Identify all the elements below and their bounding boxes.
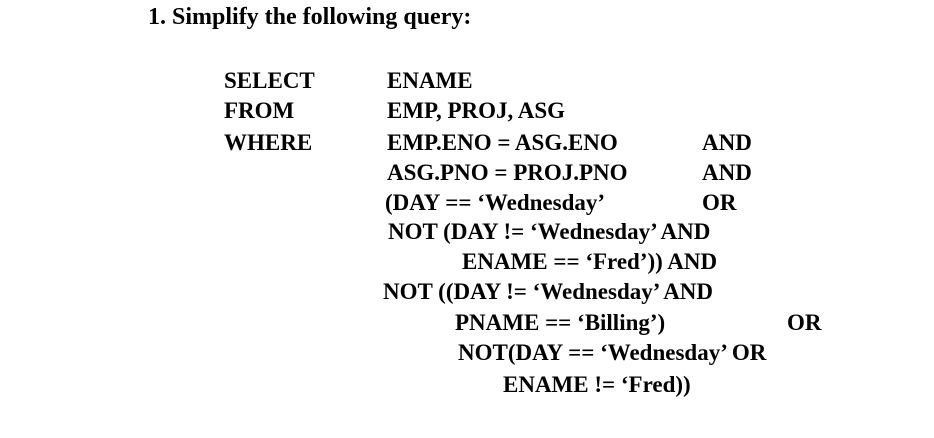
condition-text: (DAY == ‘Wednesday’ (385, 190, 606, 215)
query-line-where-2: ASG.PNO = PROJ.PNO AND (0, 160, 934, 190)
where-keyword: WHERE (224, 130, 313, 155)
condition-text: PNAME == ‘Billing’) (455, 310, 666, 335)
connector-and: AND (702, 160, 752, 185)
connector-and: AND (702, 130, 752, 155)
query-line-where-1: WHERE EMP.ENO = ASG.ENO AND (0, 130, 934, 160)
select-columns: ENAME (387, 68, 473, 93)
condition-text: NOT (DAY != ‘Wednesday’ AND (388, 219, 711, 244)
condition-text: EMP.ENO = ASG.ENO (387, 130, 618, 155)
connector-or: OR (787, 310, 822, 335)
exercise-title: 1. Simplify the following query: (148, 4, 472, 30)
query-line-where-6: NOT ((DAY != ‘Wednesday’ AND (0, 279, 934, 309)
query-line-where-9: ENAME != ‘Fred)) (0, 372, 934, 402)
query-line-where-7: PNAME == ‘Billing’) OR (0, 310, 934, 340)
query-line-from: FROM EMP, PROJ, ASG (0, 98, 934, 128)
condition-text: ASG.PNO = PROJ.PNO (387, 160, 628, 185)
from-tables: EMP, PROJ, ASG (387, 98, 566, 123)
from-keyword: FROM (224, 98, 295, 123)
query-line-select: SELECT ENAME (0, 68, 934, 98)
condition-text: NOT ((DAY != ‘Wednesday’ AND (383, 279, 714, 304)
query-line-where-4: NOT (DAY != ‘Wednesday’ AND (0, 219, 934, 249)
condition-text: ENAME != ‘Fred)) (503, 372, 691, 397)
condition-text: ENAME == ‘Fred’)) AND (462, 249, 718, 274)
condition-text: NOT(DAY == ‘Wednesday’ OR (458, 340, 767, 365)
query-line-where-5: ENAME == ‘Fred’)) AND (0, 249, 934, 279)
connector-or: OR (702, 190, 737, 215)
select-keyword: SELECT (224, 68, 315, 93)
query-line-where-8: NOT(DAY == ‘Wednesday’ OR (0, 340, 934, 370)
query-line-where-3: (DAY == ‘Wednesday’ OR (0, 190, 934, 220)
